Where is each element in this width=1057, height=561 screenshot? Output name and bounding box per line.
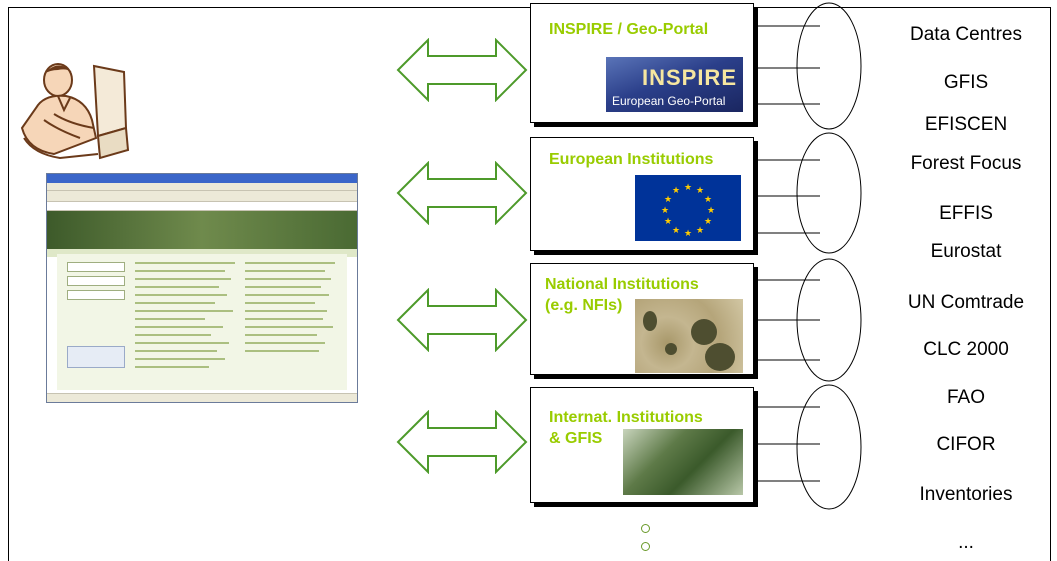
source-label: Eurostat (930, 241, 1002, 262)
source-ellipse (796, 2, 862, 130)
inspire-logo-text: INSPIRE (641, 65, 737, 90)
box-title: European Institutions (549, 151, 714, 168)
connector-diagram (754, 2, 862, 510)
bidirectional-arrow-icon (396, 410, 528, 474)
portal-link (135, 262, 235, 264)
source-label: CIFOR (936, 434, 996, 455)
portal-link (135, 334, 211, 336)
portal-link (135, 270, 225, 272)
portal-subbar (47, 249, 357, 257)
svg-text:★: ★ (696, 226, 704, 236)
portal-link (135, 366, 209, 368)
box-title: National Institutions (e.g. NFIs) (545, 274, 699, 316)
portal-link (245, 326, 333, 328)
portal-link (245, 294, 329, 296)
svg-text:★: ★ (664, 195, 672, 205)
browser-addressbar (47, 202, 357, 211)
portal-link (245, 350, 319, 352)
svg-text:★: ★ (672, 186, 680, 196)
portal-link (245, 342, 325, 344)
portal-link (135, 326, 223, 328)
person-at-computer-icon (20, 63, 130, 160)
box-title-line: National Institutions (545, 276, 699, 293)
portal-link (245, 302, 315, 304)
portal-nav-button (67, 290, 125, 300)
svg-text:★: ★ (664, 217, 672, 227)
vertical-ellipsis-dot (641, 524, 650, 533)
svg-text:★: ★ (707, 206, 715, 216)
portal-content (57, 254, 347, 390)
box-title: INSPIRE / Geo-Portal (549, 21, 709, 38)
portal-link (245, 262, 335, 264)
browser-titlebar (47, 174, 357, 183)
portal-link (135, 358, 225, 360)
source-label: Data Centres (910, 24, 1022, 45)
portal-link (245, 270, 325, 272)
aerial-photo (635, 299, 743, 373)
source-ellipse (796, 384, 862, 510)
forest-photo (623, 429, 743, 495)
svg-text:★: ★ (661, 206, 669, 216)
portal-link (135, 302, 215, 304)
box-title-line: Internat. Institutions (549, 409, 703, 426)
international-institutions-box: Internat. Institutions & GFIS (530, 387, 754, 503)
european-institutions-box: European Institutions ★★★ ★★★ ★★★ ★★★ (530, 137, 754, 251)
svg-text:★: ★ (704, 195, 712, 205)
portal-link (245, 334, 317, 336)
source-label: EFISCEN (924, 114, 1008, 135)
web-portal-screenshot (46, 173, 358, 403)
source-label: ... (958, 532, 974, 553)
source-label: CLC 2000 (923, 339, 1009, 360)
portal-link (135, 350, 217, 352)
portal-nav-button (67, 276, 125, 286)
eu-logo (67, 346, 125, 368)
eu-stars: ★★★ ★★★ ★★★ ★★★ (661, 183, 715, 239)
inspire-geo-portal-box: INSPIRE / Geo-Portal INSPIRE European Ge… (530, 3, 754, 123)
portal-link (245, 286, 321, 288)
svg-text:★: ★ (704, 217, 712, 227)
source-label: UN Comtrade (907, 292, 1025, 313)
frame-left-border (8, 7, 9, 561)
svg-text:★: ★ (684, 229, 692, 239)
inspire-logo-subtext: European Geo-Portal (612, 94, 726, 108)
source-label: FAO (946, 387, 986, 408)
portal-link (245, 278, 331, 280)
portal-link (135, 278, 231, 280)
source-ellipse (796, 132, 862, 254)
portal-link (135, 310, 233, 312)
portal-link (245, 318, 323, 320)
bidirectional-arrow-icon (396, 161, 528, 225)
box-title: Internat. Institutions & GFIS (549, 407, 703, 449)
portal-nav-button (67, 262, 125, 272)
portal-link (135, 286, 219, 288)
svg-text:★: ★ (684, 183, 692, 193)
portal-link (245, 310, 327, 312)
browser-menubar (47, 183, 357, 191)
bidirectional-arrow-icon (396, 288, 528, 352)
frame-top-border (8, 7, 1051, 8)
box-title-line: (e.g. NFIs) (545, 297, 623, 314)
eu-flag-image: ★★★ ★★★ ★★★ ★★★ (635, 175, 741, 241)
source-label: Forest Focus (910, 153, 1022, 174)
bidirectional-arrow-icon (396, 38, 528, 102)
portal-banner (47, 211, 357, 249)
portal-link (135, 318, 205, 320)
browser-statusbar (47, 393, 357, 402)
portal-link (135, 342, 229, 344)
source-label: EFFIS (939, 203, 993, 224)
svg-text:★: ★ (696, 186, 704, 196)
source-label: GFIS (943, 72, 989, 93)
portal-link (135, 294, 227, 296)
browser-toolbar (47, 191, 357, 202)
inspire-logo: INSPIRE European Geo-Portal (606, 57, 743, 112)
frame-right-border (1050, 7, 1051, 561)
source-ellipse (796, 258, 862, 382)
svg-text:★: ★ (672, 226, 680, 236)
national-institutions-box: National Institutions (e.g. NFIs) (530, 263, 754, 375)
vertical-ellipsis-dot (641, 542, 650, 551)
source-label: Inventories (919, 484, 1013, 505)
box-title-line: & GFIS (549, 430, 603, 447)
